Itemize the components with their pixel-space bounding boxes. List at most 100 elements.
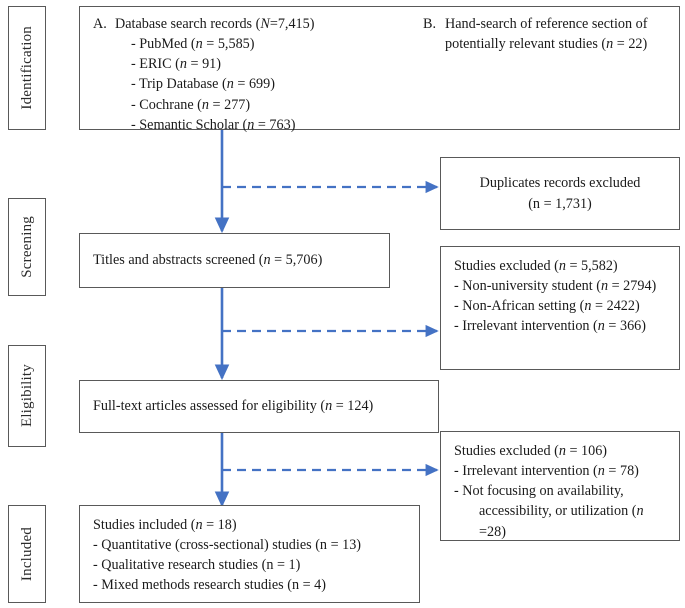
list-item-post: = 91) — [186, 56, 221, 73]
list-item: - Trip Database (n = 699) — [115, 74, 423, 94]
list-item-post: = 2794) — [608, 278, 657, 295]
list-item-pre: - Irrelevant intervention ( — [454, 463, 598, 480]
source-a-title-row: A. Database search records (N=7,415) — [93, 14, 423, 34]
source-b-line1: Hand-search of reference section of — [445, 16, 648, 32]
stage-label-identification-text: Identification — [18, 26, 35, 110]
studies-included-title: Studies included (n = 18) — [93, 515, 409, 535]
list-item-pre: - PubMed ( — [131, 36, 196, 53]
list-item-symbol: n — [600, 278, 609, 295]
screening-excluded-title-pre: Studies excluded ( — [454, 258, 559, 274]
screening-excluded-title: Studies excluded (n = 5,582) — [454, 256, 669, 276]
stage-label-identification: Identification — [8, 6, 46, 130]
fulltext-post: = 124) — [332, 398, 374, 415]
fulltext-pre: Full-text articles assessed for eligibil… — [93, 398, 326, 415]
list-item-symbol: n — [195, 36, 203, 53]
list-item: - Mixed methods research studies (n = 4) — [93, 577, 326, 594]
list-item: - Qualitative research studies (n = 1) — [93, 557, 301, 574]
eligibility-excluded-title: Studies excluded (n = 106) — [454, 441, 669, 461]
source-b-line2-post: = 22) — [613, 36, 648, 53]
source-b-line2-symbol: n — [606, 36, 614, 53]
list-item: - Irrelevant intervention (n = 78) — [454, 461, 669, 481]
source-a-title-post: =7,415) — [269, 16, 315, 32]
source-a-title-pre: Database search records ( — [115, 16, 261, 32]
list-item: - Quantitative (cross-sectional) studies… — [93, 537, 362, 554]
list-item: - ERIC (n = 91) — [115, 54, 423, 74]
duplicates-excluded-line1: Duplicates records excluded — [479, 175, 641, 192]
source-b-marker: B. — [423, 16, 437, 32]
list-item-symbol: n — [201, 96, 209, 113]
screened-pre: Titles and abstracts screened ( — [93, 252, 264, 269]
stage-label-eligibility: Eligibility — [8, 345, 46, 447]
fulltext-assessed-text: Full-text articles assessed for eligibil… — [80, 389, 383, 423]
node-studies-included: Studies included (n = 18) - Quantitative… — [79, 505, 420, 603]
stage-label-screening: Screening — [8, 198, 46, 296]
studies-included-text: Studies included (n = 18) - Quantitative… — [80, 506, 419, 603]
list-item-post: = 2422) — [591, 298, 640, 315]
source-b-text: Hand-search of reference section of pote… — [445, 14, 669, 54]
list-item: - Irrelevant intervention (n = 366) — [454, 316, 669, 336]
node-fulltext-assessed: Full-text articles assessed for eligibil… — [79, 380, 439, 433]
node-eligibility-studies-excluded: Studies excluded (n = 106) - Irrelevant … — [440, 431, 680, 541]
duplicates-excluded-line2: (n = 1,731) — [528, 195, 592, 212]
included-title-post: = 18) — [202, 517, 237, 533]
source-a-block: A. Database search records (N=7,415) - P… — [93, 14, 423, 135]
list-item-post: = 277) — [209, 96, 251, 113]
eligibility-excluded-title-post: = 106) — [565, 443, 608, 459]
included-title-pre: Studies included ( — [93, 517, 196, 533]
list-item-symbol: n — [226, 76, 234, 93]
list-item-pre: - ERIC ( — [131, 56, 180, 73]
list-item-symbol: n — [597, 463, 605, 480]
list-item-post: = 366) — [604, 318, 646, 335]
list-item: - PubMed (n = 5,585) — [115, 34, 423, 54]
stage-label-screening-text: Screening — [18, 216, 35, 278]
list-item-pre: - Irrelevant intervention ( — [454, 318, 598, 335]
list-item-line1: - Not focusing on availability, — [454, 483, 624, 500]
source-a-title-symbol: N — [260, 16, 270, 32]
fulltext-symbol: n — [325, 398, 333, 415]
node-titles-abstracts-screened: Titles and abstracts screened (n = 5,706… — [79, 233, 390, 288]
eligibility-excluded-text: Studies excluded (n = 106) - Irrelevant … — [441, 432, 679, 549]
node-screening-studies-excluded: Studies excluded (n = 5,582) - Non-unive… — [440, 246, 680, 370]
screened-symbol: n — [263, 252, 271, 269]
source-a-items: - PubMed (n = 5,585) - ERIC (n = 91) - T… — [115, 34, 423, 135]
list-item: - Semantic Scholar (n = 763) — [115, 115, 423, 135]
list-item-symbol: n — [584, 298, 592, 315]
screening-excluded-title-symbol: n — [558, 258, 566, 274]
duplicates-excluded-text: Duplicates records excluded (n = 1,731) — [472, 173, 649, 213]
list-item-post: = 78) — [604, 463, 639, 480]
list-item-line2-post: =28) — [479, 523, 506, 540]
list-item: - Non-university student (n = 2794) — [454, 276, 669, 296]
node-identification-records: A. Database search records (N=7,415) - P… — [79, 6, 680, 133]
list-item-pre: - Non-African setting ( — [454, 298, 585, 315]
list-item-line2-symbol: n — [636, 503, 644, 520]
source-a-title: Database search records (N=7,415) — [115, 14, 423, 34]
source-b-line2: potentially relevant studies (n = 22) — [445, 34, 669, 54]
list-item-pre: - Cochrane ( — [131, 96, 202, 113]
list-item-line2-pre: accessibility, or utilization ( — [479, 503, 637, 520]
source-b-block: B. Hand-search of reference section of p… — [423, 14, 669, 135]
eligibility-excluded-title-pre: Studies excluded ( — [454, 443, 559, 459]
stage-label-eligibility-text: Eligibility — [18, 364, 35, 428]
list-item-pre: - Non-university student ( — [454, 278, 601, 295]
list-item-symbol: n — [597, 318, 605, 335]
list-item: - Cochrane (n = 277) — [115, 95, 423, 115]
list-item-pre: - Semantic Scholar ( — [131, 116, 248, 133]
eligibility-excluded-title-symbol: n — [558, 443, 566, 459]
source-a-marker: A. — [93, 16, 107, 32]
list-item-post: = 699) — [233, 76, 275, 93]
list-item-line2: accessibility, or utilization (n =28) — [454, 501, 669, 541]
list-item: - Not focusing on availability, accessib… — [454, 481, 669, 541]
node-duplicates-excluded: Duplicates records excluded (n = 1,731) — [440, 157, 680, 230]
screening-excluded-text: Studies excluded (n = 5,582) - Non-unive… — [441, 247, 679, 344]
titles-abstracts-screened-text: Titles and abstracts screened (n = 5,706… — [80, 243, 332, 277]
list-item-post: = 763) — [254, 116, 296, 133]
source-b-line2-pre: potentially relevant studies ( — [445, 36, 607, 53]
stage-label-included: Included — [8, 505, 46, 603]
list-item: - Non-African setting (n = 2422) — [454, 296, 669, 316]
list-item-symbol: n — [247, 116, 255, 133]
list-item-post: = 5,585) — [202, 36, 255, 53]
screened-post: = 5,706) — [270, 252, 323, 269]
list-item-symbol: n — [179, 56, 187, 73]
source-b-title-row: B. Hand-search of reference section of p… — [423, 14, 669, 54]
